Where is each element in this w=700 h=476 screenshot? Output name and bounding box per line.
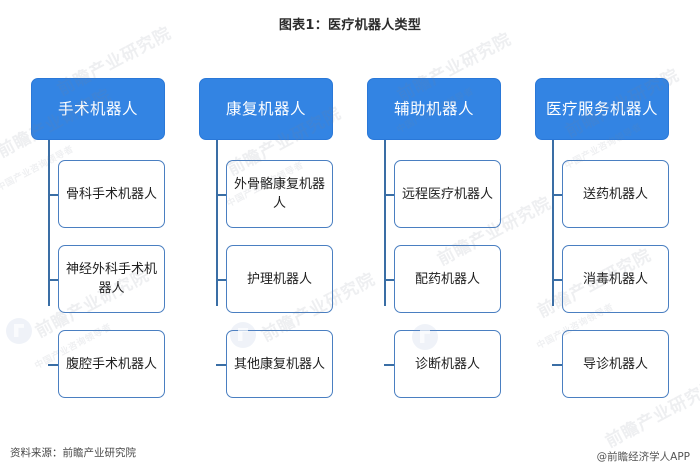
column-header-2[interactable]: 辅助机器人 [367, 78, 501, 140]
child-node-1-0[interactable]: 外骨骼康复机器人 [226, 160, 333, 228]
node-wrap: 神经外科手术机器人 [48, 245, 165, 313]
node-wrap: 导诊机器人 [552, 330, 669, 398]
child-node-0-2[interactable]: 腹腔手术机器人 [58, 330, 165, 398]
diagram-column-2: 辅助机器人 远程医疗机器人 配药机器人 诊断机器人 [367, 78, 501, 398]
child-node-2-2[interactable]: 诊断机器人 [394, 330, 501, 398]
child-node-3-2[interactable]: 导诊机器人 [562, 330, 669, 398]
node-wrap: 诊断机器人 [384, 330, 501, 398]
node-wrap: 送药机器人 [552, 160, 669, 228]
page-title: 图表1：医疗机器人类型 [278, 18, 422, 33]
column-header-1[interactable]: 康复机器人 [199, 78, 333, 140]
child-node-0-0[interactable]: 骨科手术机器人 [58, 160, 165, 228]
source-note: 资料来源：前瞻产业研究院 [10, 447, 136, 459]
child-node-3-0[interactable]: 送药机器人 [562, 160, 669, 228]
child-node-0-1[interactable]: 神经外科手术机器人 [58, 245, 165, 313]
node-wrap: 远程医疗机器人 [384, 160, 501, 228]
child-node-2-0[interactable]: 远程医疗机器人 [394, 160, 501, 228]
node-wrap: 配药机器人 [384, 245, 501, 313]
column-children-2: 远程医疗机器人 配药机器人 诊断机器人 [367, 140, 501, 398]
node-wrap: 消毒机器人 [552, 245, 669, 313]
node-wrap: 护理机器人 [216, 245, 333, 313]
column-header-3[interactable]: 医疗服务机器人 [535, 78, 669, 140]
diagram-column-3: 医疗服务机器人 送药机器人 消毒机器人 导诊机器人 [535, 78, 669, 398]
node-wrap: 腹腔手术机器人 [48, 330, 165, 398]
child-node-1-1[interactable]: 护理机器人 [226, 245, 333, 313]
child-node-1-2[interactable]: 其他康复机器人 [226, 330, 333, 398]
node-wrap: 外骨骼康复机器人 [216, 160, 333, 228]
child-node-3-1[interactable]: 消毒机器人 [562, 245, 669, 313]
node-wrap: 骨科手术机器人 [48, 160, 165, 228]
column-children-0: 骨科手术机器人 神经外科手术机器人 腹腔手术机器人 [31, 140, 165, 398]
column-children-1: 外骨骼康复机器人 护理机器人 其他康复机器人 [199, 140, 333, 398]
child-node-2-1[interactable]: 配药机器人 [394, 245, 501, 313]
diagram-column-1: 康复机器人 外骨骼康复机器人 护理机器人 其他康复机器人 [199, 78, 333, 398]
diagram-column-0: 手术机器人 骨科手术机器人 神经外科手术机器人 腹腔手术机器人 [31, 78, 165, 398]
node-wrap: 其他康复机器人 [216, 330, 333, 398]
column-header-0[interactable]: 手术机器人 [31, 78, 165, 140]
app-credit: @前瞻经济学人APP [596, 451, 690, 463]
column-children-3: 送药机器人 消毒机器人 导诊机器人 [535, 140, 669, 398]
